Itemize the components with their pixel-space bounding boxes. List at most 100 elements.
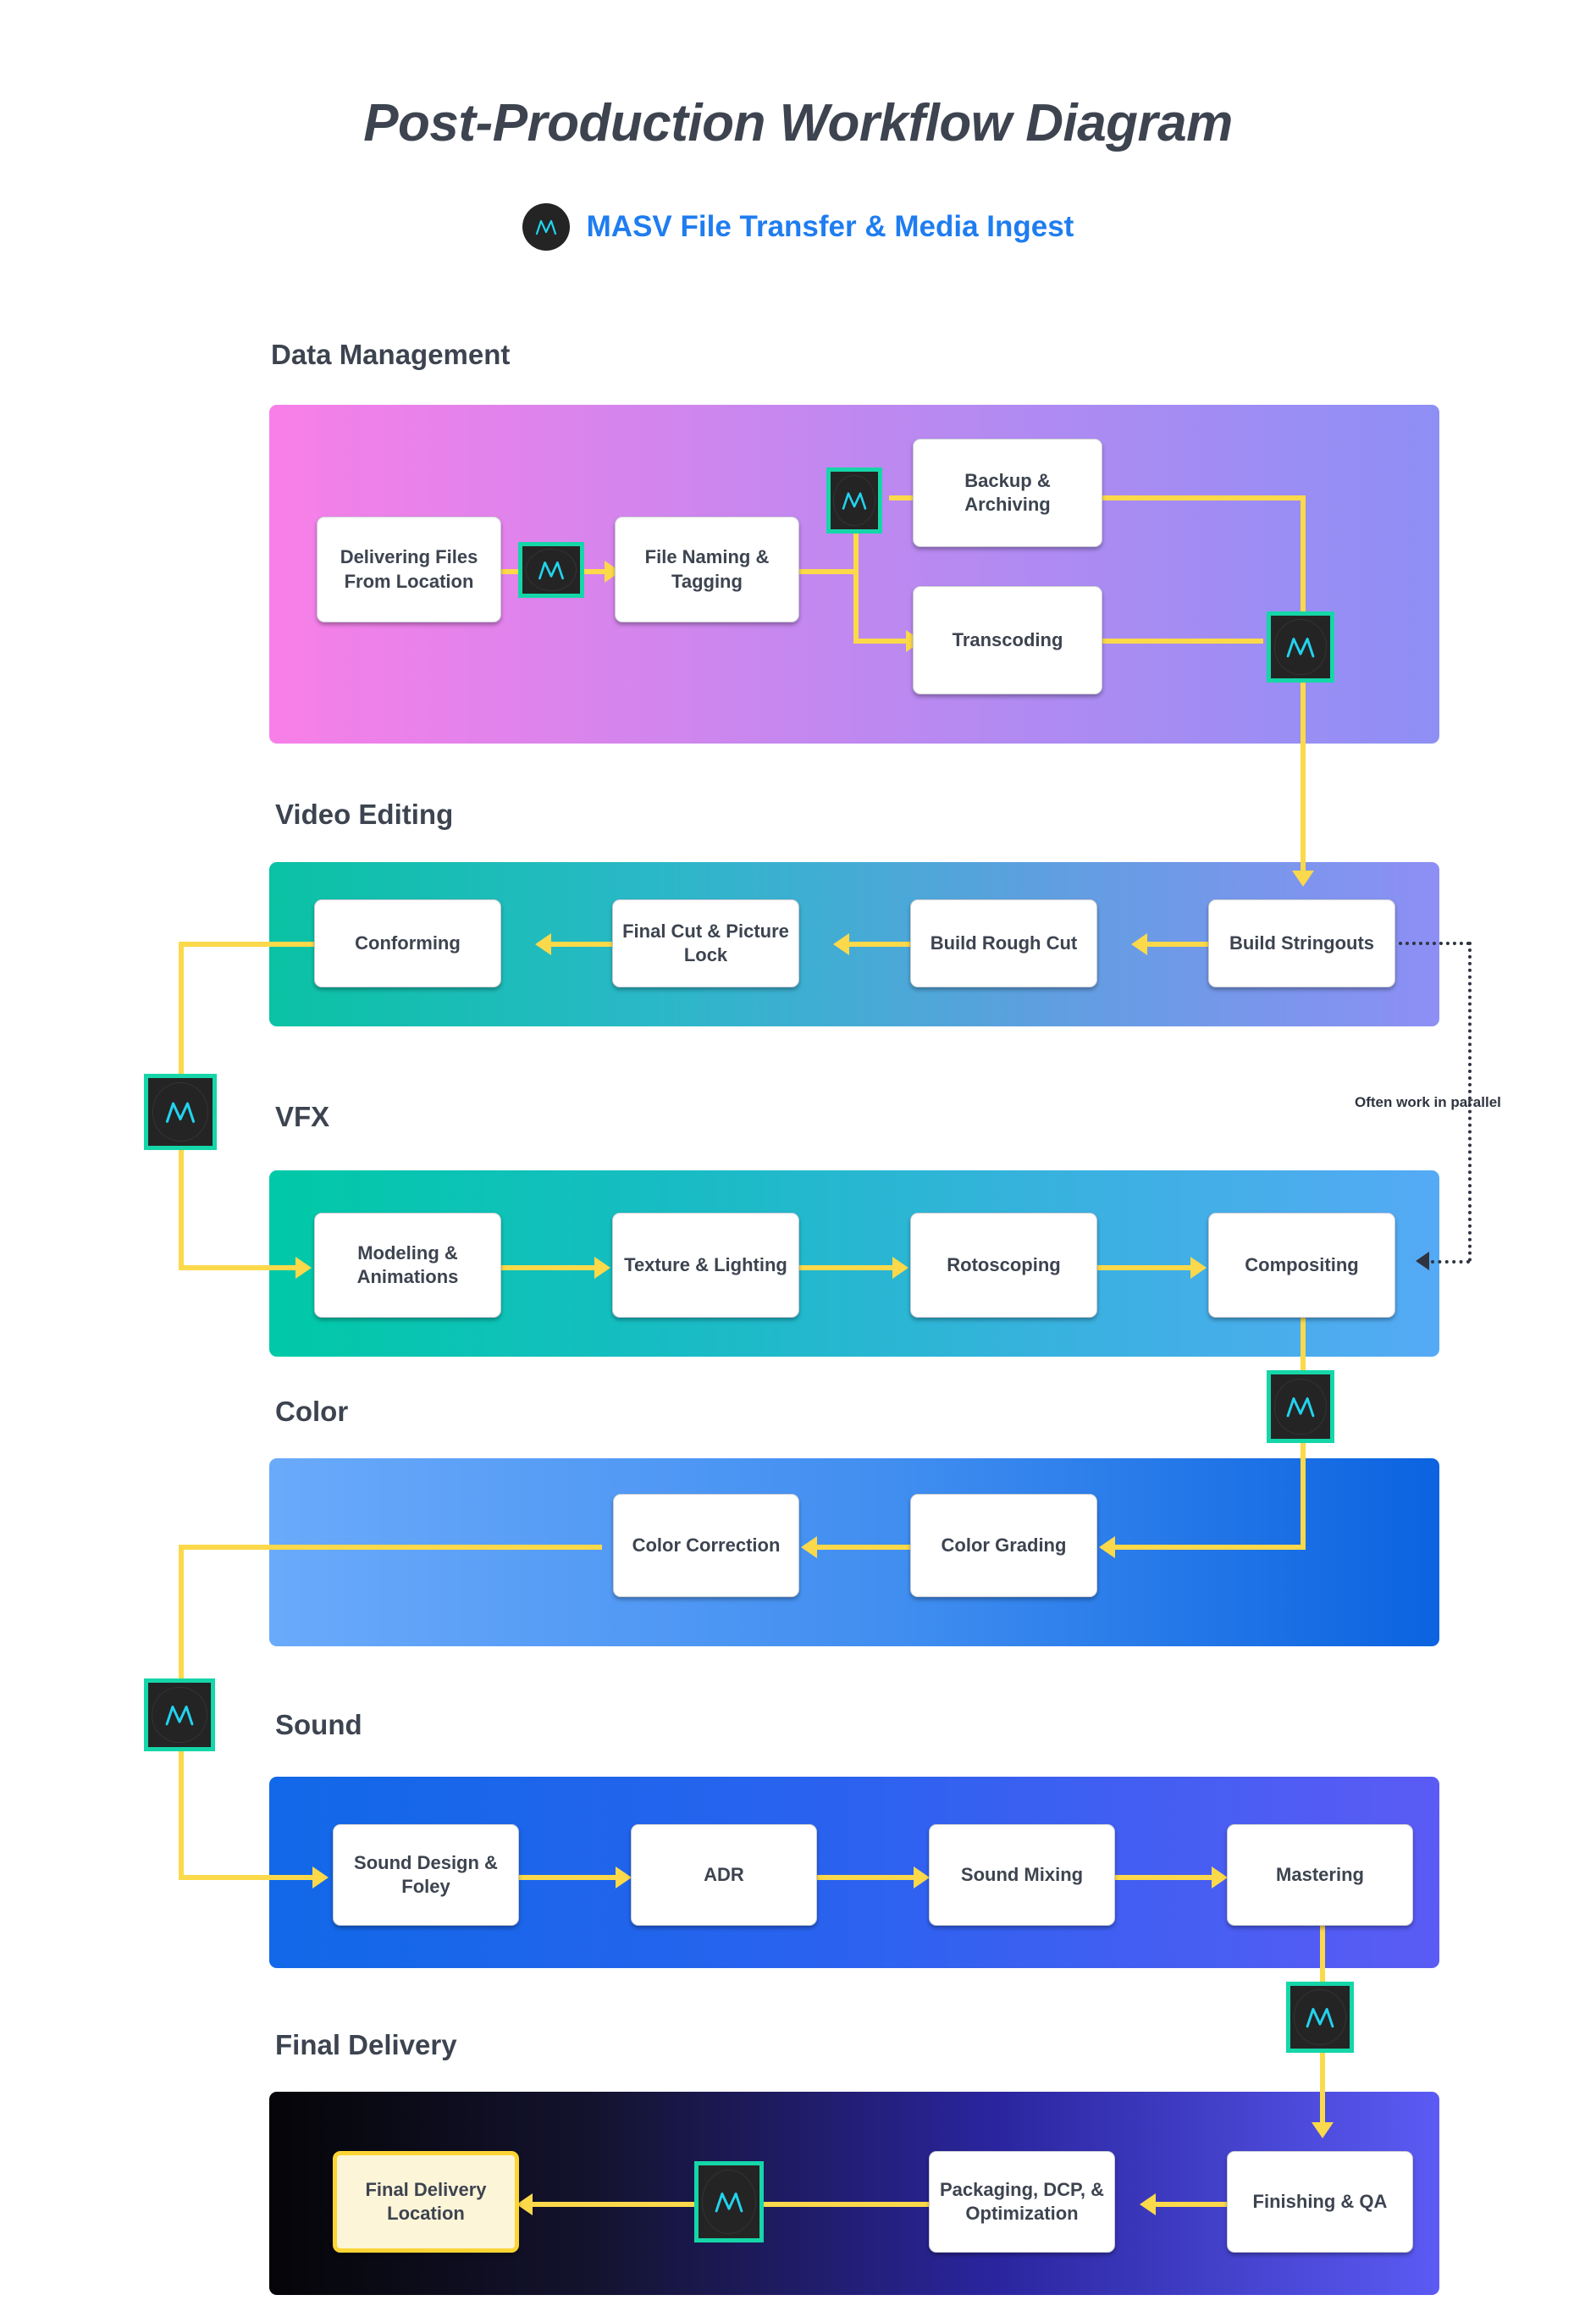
node-adr[interactable]: ADR	[631, 1824, 817, 1926]
arrowhead-to-color-correction	[801, 1536, 817, 1558]
arrowhead-to-sound-design	[312, 1866, 329, 1888]
node-sound-design-foley[interactable]: Sound Design & Foley	[333, 1824, 519, 1926]
section-title-color: Color	[275, 1396, 349, 1427]
connector-split-vertical	[853, 483, 859, 644]
node-final-cut-picture-lock[interactable]: Final Cut & Picture Lock	[612, 899, 799, 987]
node-label: Sound Design & Foley	[354, 1851, 498, 1897]
connector-masv-down-to-color	[1301, 1440, 1306, 1550]
masv-glyph-icon	[165, 1706, 194, 1726]
parallel-connector-top	[1399, 942, 1470, 945]
page-title: Post-Production Workflow Diagram	[363, 94, 1233, 152]
masv-logo-icon	[522, 203, 570, 251]
node-label: Conforming	[355, 932, 461, 954]
node-modeling-animations[interactable]: Modeling & Animations	[314, 1213, 501, 1318]
connector-conforming-down	[179, 942, 184, 1077]
node-texture-lighting[interactable]: Texture & Lighting	[612, 1213, 799, 1318]
parallel-note-label: Often work in parallel	[1355, 1094, 1501, 1110]
node-build-rough-cut[interactable]: Build Rough Cut	[910, 899, 1097, 987]
arrowhead-to-modeling	[295, 1257, 312, 1279]
connector-finishing-to-packaging	[1151, 2202, 1248, 2207]
connector-masv-down-to-finishing	[1320, 2049, 1325, 2127]
connector-grading-to-correction	[813, 1545, 914, 1550]
masv-badge-vfx-to-color[interactable]	[1267, 1370, 1334, 1443]
connector-backup-down	[1301, 495, 1306, 641]
section-title-video-editing: Video Editing	[275, 799, 454, 830]
arrowhead-to-sound-mixing	[914, 1866, 930, 1888]
node-label: Finishing & QA	[1252, 2190, 1388, 2212]
connector-dm-to-ve	[1301, 682, 1306, 875]
node-label: Final Delivery Location	[365, 2178, 487, 2224]
node-compositing[interactable]: Compositing	[1208, 1213, 1395, 1318]
masv-badge-color-to-sound[interactable]	[144, 1678, 215, 1751]
node-mastering[interactable]: Mastering	[1227, 1824, 1413, 1926]
arrowhead-to-rotoscoping	[892, 1257, 908, 1279]
parallel-connector-vertical	[1468, 942, 1472, 1262]
node-sound-mixing[interactable]: Sound Mixing	[929, 1824, 1115, 1926]
node-file-naming[interactable]: File Naming & Tagging	[615, 517, 799, 622]
connector-delivering-to-masv	[498, 569, 522, 574]
connector-masv-to-file-naming	[583, 569, 606, 574]
masv-badge-dm-to-video-editing[interactable]	[1267, 611, 1334, 683]
node-rotoscoping[interactable]: Rotoscoping	[910, 1213, 1097, 1318]
node-label: Build Stringouts	[1229, 932, 1375, 954]
connector-conforming-out	[179, 942, 314, 947]
masv-glyph-icon	[538, 561, 564, 580]
arrowhead-to-final-cut	[833, 933, 849, 955]
connector-masv-to-backup	[889, 495, 914, 500]
masv-badge-ve-to-vfx[interactable]	[144, 1074, 217, 1150]
masv-badge-sound-to-final[interactable]	[1286, 1982, 1354, 2053]
connector-adr-to-mixing	[817, 1875, 919, 1880]
masv-glyph-icon	[1306, 2008, 1334, 2028]
node-label: Transcoding	[952, 628, 1063, 650]
node-conforming[interactable]: Conforming	[314, 899, 501, 987]
masv-disc	[152, 1081, 209, 1142]
node-label: Texture & Lighting	[624, 1253, 787, 1275]
arrowhead-to-final-delivery-location	[516, 2193, 533, 2215]
node-packaging-dcp[interactable]: Packaging, DCP, & Optimization	[929, 2151, 1115, 2253]
node-label: File Naming & Tagging	[644, 546, 770, 592]
connector-backup-out	[1102, 495, 1306, 500]
arrowhead-to-adr	[616, 1866, 632, 1888]
masv-disc	[1274, 619, 1327, 675]
connector-mixing-to-mastering	[1115, 1875, 1217, 1880]
connector-sound-design-to-adr	[519, 1875, 621, 1880]
node-label: Color Grading	[941, 1534, 1067, 1556]
node-label: Rotoscoping	[947, 1253, 1061, 1275]
node-color-grading[interactable]: Color Grading	[910, 1494, 1097, 1597]
connector-compositing-down	[1301, 1311, 1306, 1404]
arrowhead-to-compositing	[1190, 1257, 1207, 1279]
arrowhead-to-packaging	[1140, 2193, 1156, 2215]
connector-into-color-grading	[1111, 1545, 1306, 1550]
connector-modeling-to-texture	[501, 1265, 599, 1270]
masv-disc	[833, 475, 875, 526]
subtitle-row: MASV File Transfer & Media Ingest	[0, 203, 1596, 251]
masv-badge-delivering-to-naming[interactable]	[518, 542, 584, 598]
node-label: Build Rough Cut	[930, 932, 1078, 954]
masv-badge-packaging-to-final-location[interactable]	[694, 2161, 764, 2242]
node-final-delivery-location[interactable]: Final Delivery Location	[333, 2151, 519, 2253]
connector-into-modeling	[179, 1265, 304, 1270]
arrowhead-parallel-to-compositing	[1416, 1252, 1429, 1270]
arrowhead-to-conforming	[535, 933, 551, 955]
node-delivering-files[interactable]: Delivering Files From Location	[317, 517, 501, 622]
connector-into-sound-design	[179, 1875, 321, 1880]
node-label: Compositing	[1245, 1253, 1359, 1275]
node-build-stringouts[interactable]: Build Stringouts	[1208, 899, 1395, 987]
node-backup-archiving[interactable]: Backup & Archiving	[913, 439, 1102, 547]
section-title-vfx: VFX	[275, 1101, 330, 1132]
node-label: Mastering	[1276, 1863, 1364, 1885]
masv-disc	[702, 2170, 756, 2234]
node-color-correction[interactable]: Color Correction	[613, 1494, 799, 1597]
masv-badge-naming-to-backup[interactable]	[826, 467, 882, 534]
connector-packaging-to-masv	[762, 2202, 938, 2207]
connector-masv-down-to-sound	[179, 1748, 184, 1880]
masv-glyph-icon	[1286, 638, 1315, 658]
node-transcoding[interactable]: Transcoding	[913, 586, 1102, 694]
masv-disc	[1294, 1989, 1346, 2045]
node-label: Final Cut & Picture Lock	[622, 920, 789, 965]
connector-color-correction-out	[179, 1545, 602, 1550]
node-finishing-qa[interactable]: Finishing & QA	[1227, 2151, 1413, 2253]
arrowhead-to-build-stringouts	[1292, 871, 1314, 887]
masv-disc	[526, 549, 577, 591]
